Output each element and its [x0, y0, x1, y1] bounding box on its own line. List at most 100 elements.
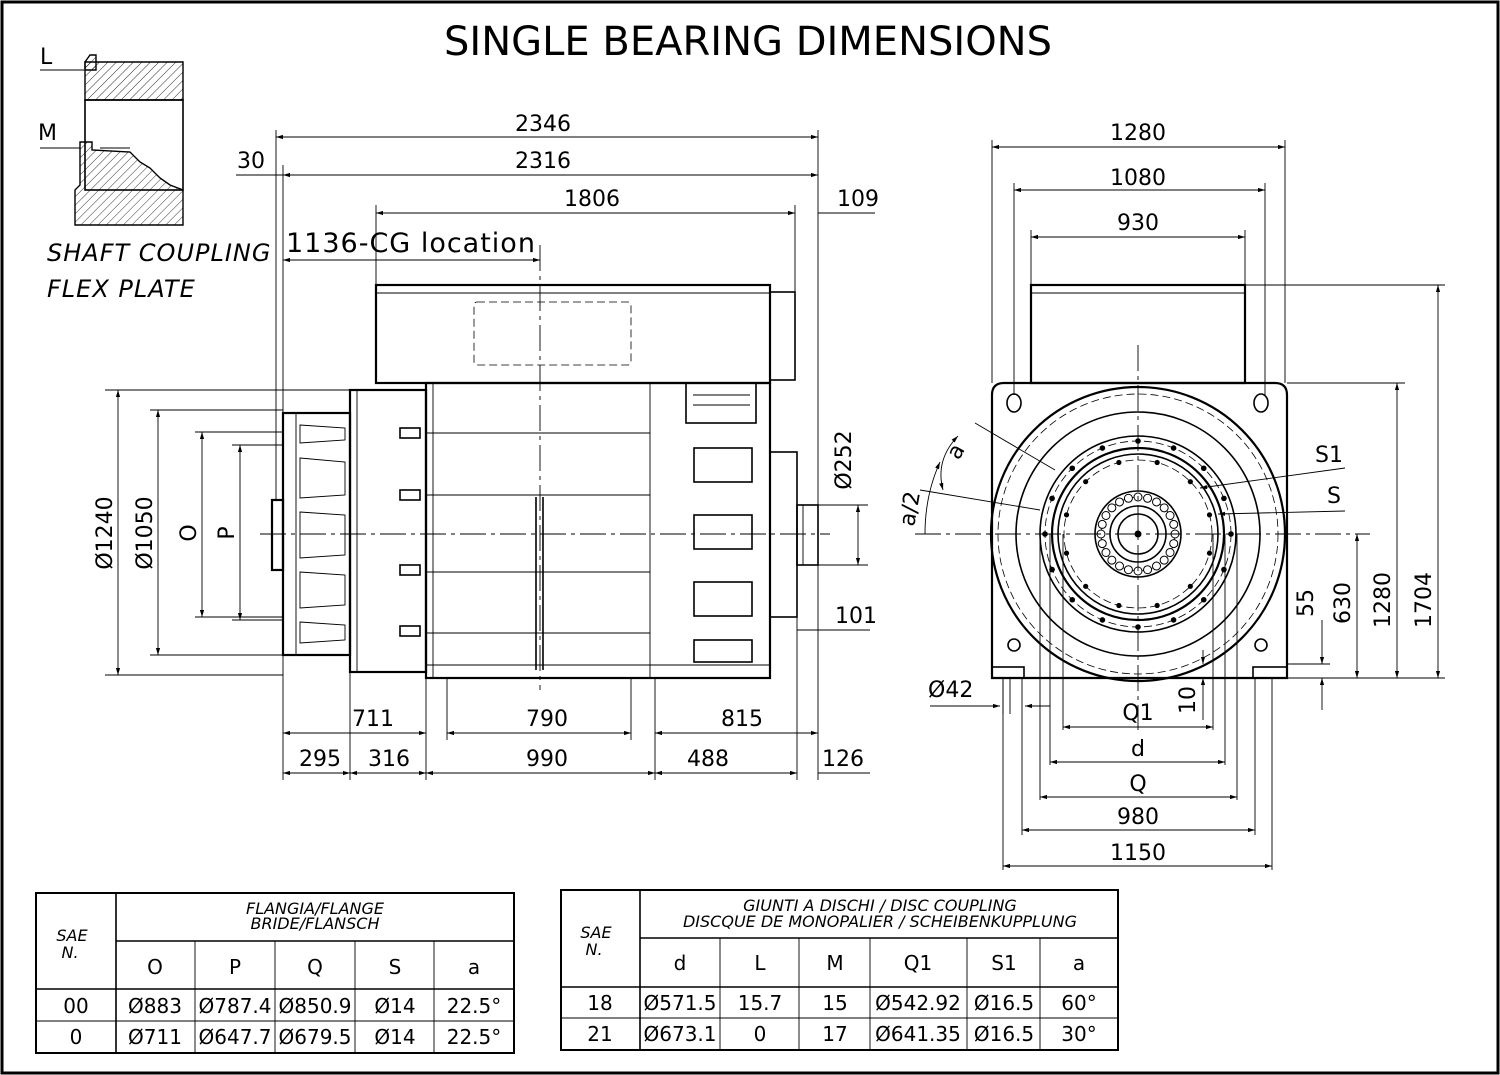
table-cell: 30° [1061, 1022, 1096, 1046]
dim-2346: 2346 [515, 112, 571, 137]
dim-1280-width: 1280 [1110, 121, 1166, 146]
n-label: N. [61, 943, 78, 962]
hub-hole [1107, 503, 1117, 513]
column-header: S [389, 955, 402, 979]
label-a-half: a/2 [895, 490, 926, 529]
table-cell: 22.5° [447, 994, 502, 1018]
dim-790: 790 [526, 707, 568, 732]
dim-630: 630 [1331, 582, 1356, 624]
table-cell: 60° [1061, 991, 1096, 1015]
coupling-header-1: GIUNTI A DISCHI / DISC COUPLING [743, 896, 1017, 915]
table-cell: Ø673.1 [644, 1022, 717, 1046]
column-header: S1 [991, 951, 1016, 975]
column-header: d [674, 951, 687, 975]
table-cell: 17 [822, 1022, 847, 1046]
dim-1806: 1806 [564, 187, 620, 212]
dim-1240: Ø1240 [93, 496, 118, 569]
hub-hole [1169, 539, 1179, 549]
table-cell: 15.7 [738, 991, 783, 1015]
drawing-title: SINGLE BEARING DIMENSIONS [444, 19, 1052, 65]
bolt-hole [1187, 583, 1193, 589]
column-header: Q1 [904, 951, 932, 975]
dim-126: 126 [822, 747, 864, 772]
hub-hole [1107, 555, 1117, 565]
bolt-hole [1083, 583, 1089, 589]
hub-hole [1143, 493, 1153, 503]
bolt-hole [1099, 445, 1106, 451]
dim-30: 30 [237, 149, 265, 174]
shaft-coupling-label: SHAFT COUPLING [47, 239, 271, 267]
hub-hole [1123, 493, 1133, 503]
dim-252: Ø252 [832, 430, 857, 489]
column-header: O [147, 955, 163, 979]
dim-101: 101 [835, 604, 877, 629]
flange-header-2: BRIDE/FLANSCH [250, 914, 379, 933]
dim-316: 316 [368, 747, 410, 772]
table-cell: Ø787.4 [199, 994, 272, 1018]
flange-header-1: FLANGIA/FLANGE [246, 899, 385, 918]
cg-location-label: 1136-CG location [286, 228, 536, 259]
dim-1280-height: 1280 [1371, 572, 1396, 628]
table-cell: Ø641.35 [875, 1022, 961, 1046]
bolt-hole [1228, 531, 1234, 537]
bolt-hole [1221, 495, 1227, 502]
table-cell-sae: 0 [70, 1025, 83, 1049]
side-view: 2346 2316 30 1806 109 1136-CG location Ø… [93, 112, 879, 780]
table-cell: 22.5° [447, 1025, 502, 1049]
dim-990: 990 [526, 747, 568, 772]
bolt-hole [1200, 596, 1207, 603]
hub-hole [1169, 519, 1179, 529]
bolt-hole [1049, 566, 1055, 573]
bolt-hole [1221, 566, 1227, 573]
hub-hole [1097, 519, 1107, 529]
dim-1050: Ø1050 [133, 496, 158, 569]
dim-2316: 2316 [515, 149, 571, 174]
hub-hole [1101, 511, 1111, 520]
bolt-hole [1116, 459, 1122, 466]
table-cell: Ø571.5 [644, 991, 717, 1015]
bolt-hole [1069, 596, 1076, 603]
bolt-hole [1083, 479, 1089, 485]
hub-hole [1165, 548, 1175, 557]
dim-109: 109 [837, 187, 879, 212]
dim-10: 10 [1176, 686, 1201, 714]
bolt-hole [1063, 550, 1070, 556]
hub-hole [1152, 561, 1161, 571]
hub-hole [1101, 548, 1111, 557]
front-view: 1280 1080 930 S1 S a a/2 55 630 1280 170… [895, 121, 1445, 870]
label-S: S [1327, 484, 1341, 509]
label-M: M [38, 121, 57, 146]
table-cell: 15 [822, 991, 847, 1015]
column-header: Q [307, 955, 323, 979]
column-header: L [754, 951, 766, 975]
dim-711: 711 [352, 707, 394, 732]
shaft-coupling-detail: L M SHAFT COUPLING FLEX PLATE [38, 45, 271, 303]
bolt-hole [1170, 617, 1177, 623]
dim-42: Ø42 [928, 678, 973, 703]
table-cell: 0 [754, 1022, 767, 1046]
column-header: P [229, 955, 241, 979]
table-cell-sae: 21 [587, 1022, 612, 1046]
coupling-header-2: DISCQUE DE MONOPALIER / SCHEIBENKUPPLUNG [683, 912, 1077, 931]
bolt-hole [1154, 602, 1160, 609]
dim-1080: 1080 [1110, 166, 1166, 191]
dim-d: d [1131, 737, 1145, 762]
table-cell: Ø883 [128, 994, 182, 1018]
hub-hole [1123, 565, 1133, 575]
hub-hole [1159, 503, 1169, 513]
sae-label: SAE [580, 923, 612, 942]
hub-hole [1165, 511, 1175, 520]
table-cell: Ø850.9 [279, 994, 352, 1018]
table-cell-sae: 18 [587, 991, 612, 1015]
hub-hole [1115, 561, 1124, 571]
table-cell: Ø679.5 [279, 1025, 352, 1049]
table-cell: Ø647.7 [199, 1025, 272, 1049]
n-label: N. [585, 940, 602, 959]
column-header: a [468, 955, 480, 979]
dim-488: 488 [687, 747, 729, 772]
sae-label: SAE [56, 926, 88, 945]
flange-table: SAE N. FLANGIA/FLANGE BRIDE/FLANSCH O P Q S… [35, 892, 515, 1054]
dim-815: 815 [721, 707, 763, 732]
